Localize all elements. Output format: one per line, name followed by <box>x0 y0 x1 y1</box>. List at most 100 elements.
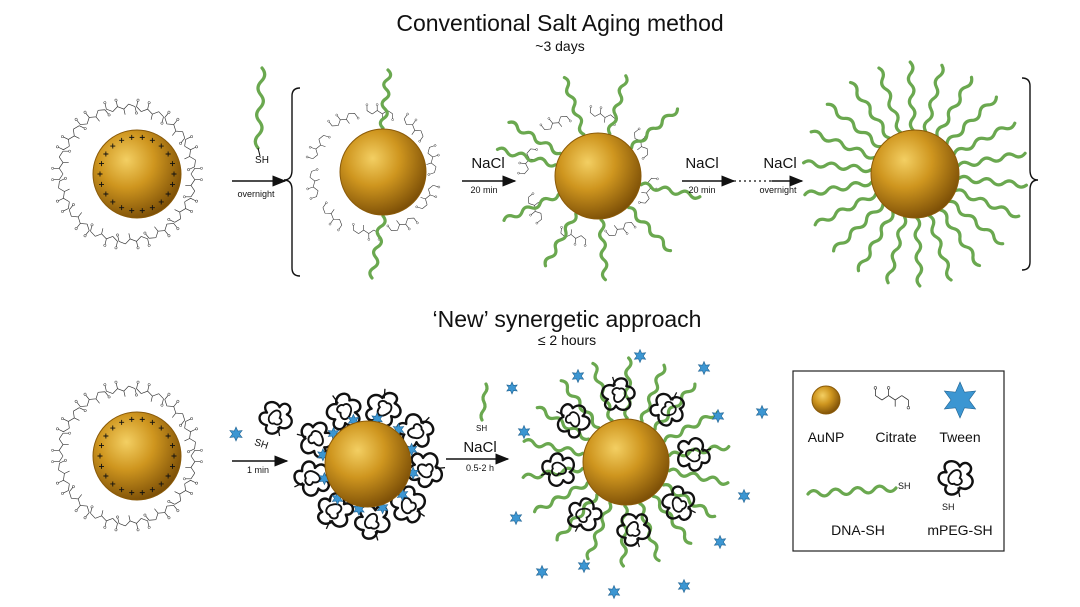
dna-strand <box>378 68 393 130</box>
dna-strand <box>813 192 878 227</box>
dna-strand <box>495 146 558 168</box>
citrate-molecule <box>56 125 87 151</box>
dna-strand <box>606 74 629 136</box>
dna-strand <box>957 174 1028 189</box>
citrate-molecule <box>184 135 198 172</box>
citrate-molecule <box>386 217 419 231</box>
citrate-molecule <box>426 144 440 176</box>
free-tween-molecule <box>697 360 711 376</box>
gold-nanoparticle <box>870 129 960 219</box>
surface-charge-plus-signs <box>97 416 177 496</box>
dna-strand <box>639 363 667 423</box>
dna-corona <box>802 60 1028 288</box>
citrate-molecule <box>415 184 441 209</box>
citrate-molecule <box>327 113 360 127</box>
citrate-molecule <box>116 515 151 532</box>
mpeg-coil <box>258 400 293 437</box>
free-tween-molecule <box>711 408 725 424</box>
free-tween-molecule <box>509 510 523 526</box>
dna-strand <box>559 379 601 430</box>
dna-strand <box>627 205 673 253</box>
citrate-molecule <box>167 479 198 505</box>
dna-strand <box>253 66 267 150</box>
citrate-molecule <box>136 380 164 407</box>
conv-stage-citrate-aunp <box>51 98 203 250</box>
dna-strand <box>922 63 945 133</box>
citrate-shell <box>51 380 203 532</box>
legend-tween-icon <box>943 381 977 419</box>
mpeg-coil <box>556 403 591 439</box>
dna-strand <box>877 66 903 134</box>
gold-nanoparticle <box>582 418 670 506</box>
legend-dna-icon <box>806 484 898 498</box>
free-tween-molecule <box>517 424 531 440</box>
mpeg-coil <box>296 421 335 459</box>
gold-nanoparticle <box>92 129 182 219</box>
dna-strand <box>661 483 717 519</box>
citrate-molecule <box>103 98 138 115</box>
tween-molecule <box>506 381 518 395</box>
dna-thiol-link <box>257 147 261 157</box>
dna-strand <box>368 214 387 280</box>
citrate-molecule <box>116 233 151 250</box>
dna-strand <box>938 208 982 268</box>
mpeg-coil <box>325 392 362 431</box>
conv-stage-medium-dna <box>495 74 702 282</box>
dna-strand <box>667 467 730 486</box>
dna-strand <box>585 501 613 561</box>
citrate-molecule <box>74 109 111 125</box>
citrate-shell <box>51 98 203 250</box>
mpeg-coil <box>601 376 636 411</box>
dna-strand <box>535 405 591 441</box>
free-tween-molecule <box>755 404 769 420</box>
bracket-left <box>283 87 301 277</box>
citrate-molecule <box>517 148 538 175</box>
conv-stage-full-dna <box>802 60 1028 288</box>
mpeg-coil <box>396 413 435 449</box>
citrate-molecule <box>604 222 637 236</box>
mpeg-coil <box>649 392 685 427</box>
bracket-right <box>1021 77 1039 271</box>
citrate-molecule <box>103 380 138 397</box>
citrate-molecule <box>51 149 72 182</box>
free-tween-molecule <box>571 368 585 384</box>
dna-strand <box>803 180 874 197</box>
mpeg-coil <box>937 459 974 498</box>
free-tween-molecule <box>535 564 549 580</box>
citrate-molecule <box>143 505 180 521</box>
dna-strand <box>533 481 589 514</box>
citrate-shell <box>305 103 441 241</box>
citrate-molecule <box>322 201 343 232</box>
mpeg-coil <box>317 492 355 530</box>
dna-strand <box>809 129 876 160</box>
free-tween-molecule <box>737 488 751 504</box>
dna-strand <box>543 212 578 268</box>
dna-strand <box>935 75 974 138</box>
mpeg-coil <box>677 437 712 472</box>
citrate-molecule <box>56 458 70 495</box>
dna-strand <box>947 199 1005 246</box>
dna-strand <box>906 60 917 132</box>
dna-strand <box>945 95 998 146</box>
surface-charge-plus-signs <box>97 134 177 214</box>
dna-strand <box>832 202 885 253</box>
free-tween-molecule <box>577 558 591 574</box>
citrate-molecule <box>305 135 331 160</box>
gold-nanoparticle <box>324 420 412 508</box>
syn-stage-final <box>509 348 769 600</box>
citrate-molecule <box>164 110 186 145</box>
gold-nanoparticle <box>339 128 427 216</box>
citrate-molecule <box>143 223 180 239</box>
citrate-molecule <box>56 176 70 213</box>
citrate-molecule <box>68 203 90 238</box>
dna-strand <box>913 216 924 288</box>
citrate-molecule <box>68 485 90 520</box>
dna-strand <box>502 193 560 222</box>
legend-box <box>792 370 1005 552</box>
citrate-molecule <box>136 98 164 125</box>
free-tween-molecule <box>713 534 727 550</box>
mpeg-coil <box>616 513 651 548</box>
dna-strand <box>522 438 585 457</box>
citrate-molecule <box>90 223 118 250</box>
